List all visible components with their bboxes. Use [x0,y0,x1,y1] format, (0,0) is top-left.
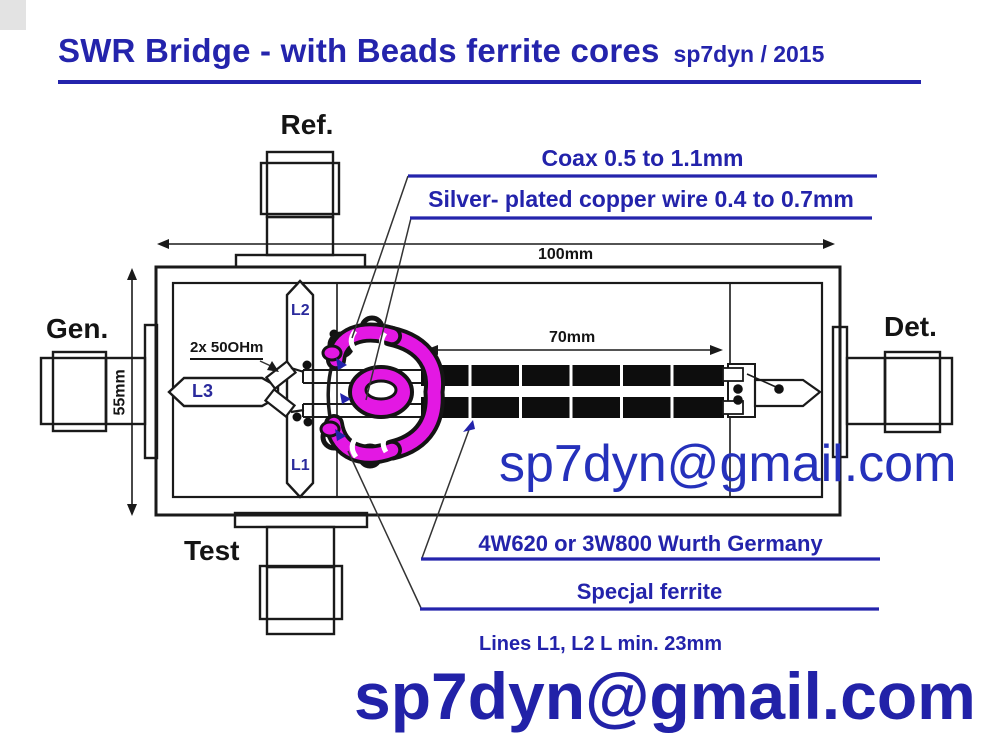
termination-cap-upper [722,367,744,382]
ref-connector [234,150,367,269]
gen-connector-body [51,350,108,433]
trace-label-l1: L1 [291,457,310,474]
email-center: sp7dyn@gmail.com [499,435,957,493]
trace-label-l2: L2 [291,302,310,319]
port-label-det: Det. [884,311,937,342]
page-title: SWR Bridge - with Beads ferrite cores sp… [58,32,825,69]
test-connector-flange [233,511,369,529]
det-connector-stem [845,356,887,426]
callout-line-length-note: Lines L1, L2 L min. 23mm [479,633,723,655]
ref-connector-nut [259,161,341,216]
test-connector-stem [265,525,336,569]
resistor-pair [263,359,305,419]
bead-line-upper [421,365,724,386]
leader-lines [259,175,471,609]
leader-bead-part [421,426,471,559]
test-connector-body [265,565,336,636]
det-connector-body [883,350,942,434]
callout-special-ferrite: Specjal ferrite [576,579,723,604]
leader-special-ferrite [347,450,422,609]
callout-silver-wire: Silver- plated copper wire 0.4 to 0.7mm [428,186,854,212]
dim-arrow-left [157,239,169,249]
test-connector [233,511,369,636]
trace-label-l3: L3 [192,381,214,401]
dim-55mm [127,268,137,516]
gen-connector-nut [39,356,108,426]
title-credit: sp7dyn / 2015 [673,41,825,67]
callout-resistors: 2x 50OHm [190,340,264,360]
gen-connector-flange [143,323,159,460]
dim-label-55mm: 55mm [111,369,129,416]
dim-arrow-down [127,504,137,516]
callout-bead-part: 4W620 or 3W800 Wurth Germany [478,531,823,556]
dim-arrow-right [710,345,723,355]
port-label-gen: Gen. [46,313,109,344]
strip-l1-l2 [285,279,315,499]
dim-label-70mm: 70mm [549,329,596,346]
resistor-lower [263,387,297,419]
callout-underlines [408,174,880,611]
leader-silver-wire [365,217,412,401]
dim-arrow-up [127,268,137,280]
test-connector-nut [258,564,344,621]
det-connector-flange [831,325,849,459]
scan-edge-artifact [0,0,26,30]
det-connector-nut [883,356,954,426]
dim-100mm [157,239,835,249]
title-text: SWR Bridge - with Beads ferrite cores [58,32,660,69]
email-bottom: sp7dyn@gmail.com [354,659,976,733]
dim-arrow-right [823,239,835,249]
ref-connector-flange [234,253,367,269]
bead-part-arrowhead [463,420,475,432]
gen-connector [39,323,159,460]
ferrite-toroids-graphic [319,315,446,469]
bead-line-lower [421,397,724,418]
dim-label-100mm: 100mm [538,246,594,263]
leader-coax [351,175,409,339]
det-connector [831,325,954,459]
strip-l3 [167,376,280,408]
resistors-arrowhead [267,361,279,372]
ref-connector-stem [265,215,335,257]
callout-coax: Coax 0.5 to 1.1mm [541,145,744,171]
right-termination [722,363,822,418]
port-label-test: Test [184,535,240,566]
ref-connector-body [265,150,335,219]
port-label-ref: Ref. [280,109,334,140]
output-strip [753,378,822,408]
